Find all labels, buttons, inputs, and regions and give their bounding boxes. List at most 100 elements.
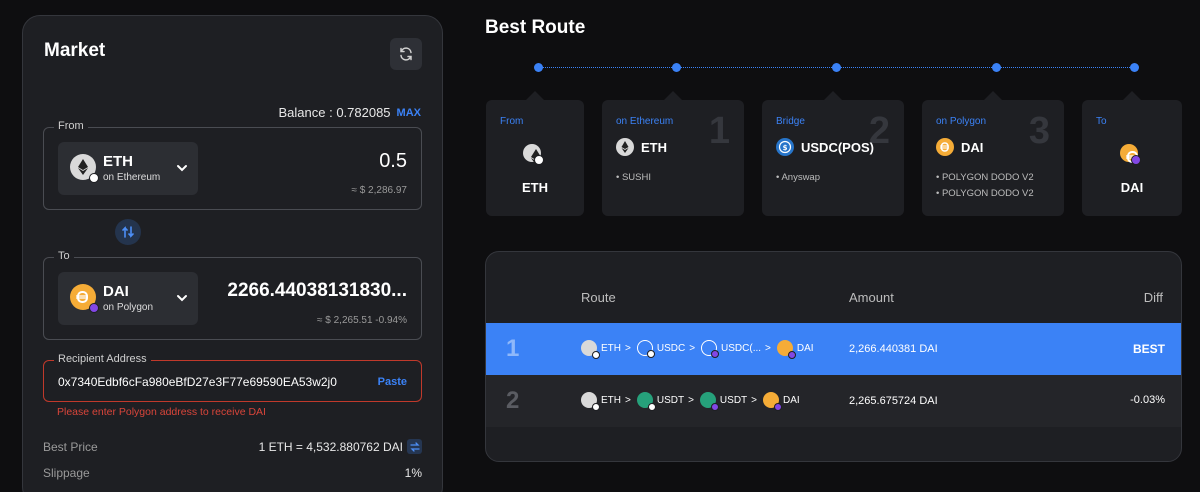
step-token-name: DAI <box>1120 180 1144 195</box>
from-field: From ETH on Ethereum 0.5 ≈ $ 2,286.97 <box>43 120 422 210</box>
dai-token-icon <box>763 392 782 411</box>
route-step-1: on Ethereum 1 ETH • SUSHI <box>602 91 744 216</box>
dai-token-icon <box>1120 144 1141 165</box>
path-token: USDT <box>636 392 685 411</box>
step-token-row: $ USDC(POS) <box>776 138 874 156</box>
route-step-2: Bridge 2 $ USDC(POS) • Anyswap <box>762 91 904 216</box>
route-step-from: From ETH <box>486 91 584 216</box>
recipient-address-input[interactable]: 0x7340Edbf6cFa980eBfD27e3F77e69590EA53w2… <box>58 375 337 389</box>
table-row[interactable]: 2 ETH > USDT > USDT > DAI 2,265.675724 D… <box>486 375 1181 427</box>
route-dot <box>992 63 1001 72</box>
best-route-title: Best Route <box>485 17 586 38</box>
ethereum-chain-badge-icon <box>646 350 655 358</box>
route-path: ETH > USDC > USDC(... > DAI <box>581 340 818 359</box>
polygon-chain-badge-icon <box>89 303 99 313</box>
slippage-row: Slippage 1% <box>43 466 422 480</box>
path-token: DAI <box>776 340 814 359</box>
path-separator: > <box>688 394 694 406</box>
row-number: 2 <box>506 387 520 414</box>
eth-token-icon <box>581 392 600 411</box>
slippage-value[interactable]: 1% <box>404 466 422 480</box>
market-title: Market <box>44 40 106 61</box>
path-token-name: ETH <box>601 342 621 354</box>
recipient-error-message: Please enter Polygon address to receive … <box>57 406 266 418</box>
recipient-legend: Recipient Address <box>54 353 151 365</box>
to-amount-output: 2266.44038131830... <box>227 280 407 301</box>
path-token: DAI <box>763 392 800 411</box>
path-token-name: USDT <box>719 394 748 406</box>
from-legend: From <box>54 120 88 132</box>
market-panel: Market Balance : 0.782085 MAX From ETH o… <box>22 15 443 492</box>
refresh-button[interactable] <box>390 38 422 70</box>
path-token-name: DAI <box>796 342 814 354</box>
to-field: To DAI on Polygon 2266.44038131830... ≈ … <box>43 250 422 340</box>
swap-direction-button[interactable] <box>115 219 141 245</box>
eth-token-icon <box>581 340 600 359</box>
step-label: To <box>1096 116 1107 127</box>
path-token: ETH <box>581 392 621 411</box>
chevron-down-icon <box>177 165 187 172</box>
best-price-value-wrap: 1 ETH = 4,532.880762 DAI <box>259 439 422 454</box>
route-dot <box>672 63 681 72</box>
step-token-row: ETH <box>616 138 667 156</box>
step-dex-item: • SUSHI <box>616 172 652 183</box>
eth-token-icon <box>616 138 634 156</box>
eth-token-icon <box>523 144 544 165</box>
svg-text:$: $ <box>783 144 788 152</box>
slippage-label: Slippage <box>43 466 90 480</box>
paste-button[interactable]: Paste <box>377 376 407 388</box>
max-button[interactable]: MAX <box>396 106 421 119</box>
step-token-name: USDC(POS) <box>801 139 874 155</box>
balance-row: Balance : 0.782085 MAX <box>279 105 422 120</box>
path-token: USDC <box>636 340 685 358</box>
route-dot <box>832 63 841 72</box>
dai-token-icon <box>776 340 796 359</box>
polygon-chain-badge-icon <box>711 350 720 358</box>
path-separator: > <box>765 342 771 354</box>
route-step-to: To DAI <box>1082 91 1182 216</box>
usdc-token-icon: $ <box>776 138 794 156</box>
to-amount-usd: ≈ $ 2,265.51 -0.94% <box>317 315 407 326</box>
dex-name: SUSHI <box>621 172 652 183</box>
to-token-select[interactable]: DAI on Polygon <box>58 272 198 325</box>
path-separator: > <box>625 342 631 354</box>
ethereum-chain-badge-icon <box>534 155 544 165</box>
recipient-address-field[interactable]: Recipient Address 0x7340Edbf6cFa980eBfD2… <box>43 353 422 402</box>
polygon-chain-badge-icon <box>1131 155 1141 165</box>
ethereum-chain-badge-icon <box>89 173 99 183</box>
price-invert-button[interactable] <box>407 439 422 454</box>
step-label: on Polygon <box>936 116 987 127</box>
path-token-name: USDT <box>656 394 685 406</box>
route-path: ETH > USDT > USDT > DAI <box>581 392 804 411</box>
eth-token-icon <box>70 154 99 183</box>
path-separator: > <box>689 342 696 354</box>
swap-arrows-icon <box>122 226 134 238</box>
step-token-name: DAI <box>961 139 984 155</box>
from-amount-input[interactable]: 0.5 <box>379 150 407 172</box>
best-price-row: Best Price 1 ETH = 4,532.880762 DAI <box>43 439 422 454</box>
step-label: Bridge <box>776 116 805 127</box>
swap-horizontal-icon <box>409 441 420 452</box>
route-diff: -0.03% <box>1130 394 1165 406</box>
step-number: 1 <box>708 110 730 152</box>
polygon-chain-badge-icon <box>787 351 796 359</box>
step-label: on Ethereum <box>616 116 674 127</box>
step-number: 2 <box>868 110 890 152</box>
balance-label: Balance : 0.782085 <box>278 105 391 120</box>
usdt-token-icon <box>636 392 656 411</box>
step-token-row: DAI <box>936 138 983 156</box>
table-row[interactable]: 1 ETH > USDC > USDC(... > DAI 2,266.4403… <box>486 323 1181 375</box>
route-dot <box>534 63 543 72</box>
refresh-icon <box>400 47 412 61</box>
from-token-chain: on Ethereum <box>103 172 161 183</box>
row-number: 1 <box>506 335 520 362</box>
dai-token-icon <box>936 138 954 156</box>
amount-column-header: Amount <box>849 290 894 305</box>
diff-column-header: Diff <box>1143 290 1163 305</box>
to-legend: To <box>54 250 74 262</box>
to-token-chain: on Polygon <box>103 302 154 313</box>
path-token-name: USDC(... <box>721 342 762 354</box>
usdc-token-icon <box>701 340 720 358</box>
path-token-name: DAI <box>783 394 800 406</box>
from-token-select[interactable]: ETH on Ethereum <box>58 142 198 195</box>
